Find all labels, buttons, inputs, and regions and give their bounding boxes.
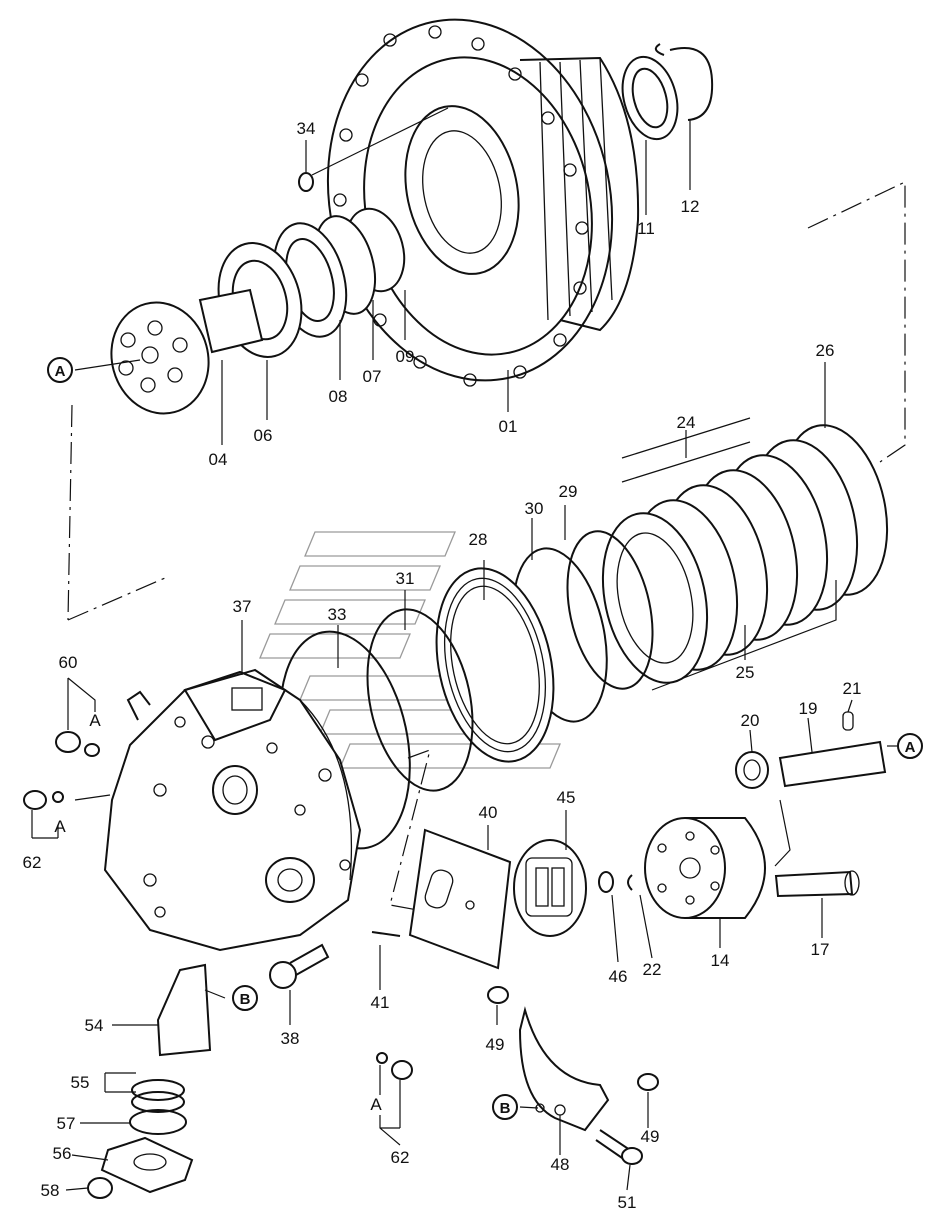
part-34-o-ring xyxy=(298,172,314,192)
part-04-carrier xyxy=(110,288,264,415)
svg-text:B: B xyxy=(500,1100,511,1117)
part-60-plug xyxy=(55,731,81,753)
label-06: 06 xyxy=(254,426,273,445)
part-40-valve-plate xyxy=(408,828,512,970)
part-45-swash xyxy=(513,839,587,937)
leader-lines xyxy=(31,107,897,1191)
label-11: 11 xyxy=(637,219,655,238)
part-62-plug xyxy=(23,790,47,810)
label-45: 45 xyxy=(557,788,576,807)
label-25: 25 xyxy=(736,663,755,682)
label-08: 08 xyxy=(329,387,348,406)
label-54: 54 xyxy=(85,1016,104,1035)
label-14: 14 xyxy=(711,951,730,970)
part-41-pin xyxy=(371,931,401,937)
label-40: 40 xyxy=(479,803,498,822)
label-46: 46 xyxy=(609,967,628,986)
svg-text:A: A xyxy=(905,739,916,756)
label-04: 04 xyxy=(209,450,228,469)
label-30: 30 xyxy=(525,499,544,518)
part-49-bolt xyxy=(637,1073,659,1091)
hub-bolt-holes xyxy=(333,25,589,387)
label-24: 24 xyxy=(677,413,696,432)
part-51-bolt xyxy=(621,1147,643,1165)
label-19: 19 xyxy=(799,699,818,718)
part-17-spool xyxy=(774,870,860,898)
label-57: 57 xyxy=(57,1114,76,1133)
part-60-o-ring xyxy=(84,743,100,757)
label-26: 26 xyxy=(816,341,835,360)
part-labels: 01 04 06 07 08 09 11 12 14 17 19 20 21 2… xyxy=(23,119,862,1212)
label-29: 29 xyxy=(559,482,578,501)
part-38-bolt xyxy=(269,943,330,989)
label-60: 60 xyxy=(59,653,78,672)
ref-circle-b-top: B xyxy=(232,985,258,1011)
label-33: 33 xyxy=(328,605,347,624)
svg-text:A: A xyxy=(55,363,66,380)
label-62-bottom: 62 xyxy=(391,1148,410,1167)
label-34: 34 xyxy=(297,119,316,138)
label-12: 12 xyxy=(681,197,700,216)
label-56: 56 xyxy=(53,1144,72,1163)
label-38: 38 xyxy=(281,1029,300,1048)
clutch-plates xyxy=(601,424,889,684)
label-48: 48 xyxy=(551,1155,570,1174)
part-62-plug xyxy=(391,1060,413,1080)
label-07: 07 xyxy=(363,367,382,386)
part-31-o-ring xyxy=(366,608,474,792)
label-28: 28 xyxy=(469,530,488,549)
label-37: 37 xyxy=(233,597,252,616)
label-62-left: 62 xyxy=(23,853,42,872)
label-31: 31 xyxy=(396,569,415,588)
part-28-piston xyxy=(435,567,555,763)
label-a-upper: A xyxy=(89,711,101,730)
part-54-58-fitting xyxy=(87,963,212,1199)
label-49-upper: 49 xyxy=(486,1035,505,1054)
ref-circle-b-bottom: B xyxy=(492,1094,518,1120)
part-37-motor-housing xyxy=(103,668,362,952)
part-01-hub xyxy=(326,18,640,387)
ref-circle-a-left: A xyxy=(47,357,73,383)
label-22: 22 xyxy=(643,960,662,979)
bearing-stack xyxy=(217,207,406,358)
ref-circle-a-right: A xyxy=(897,733,923,759)
part-48-bracket xyxy=(487,986,659,1165)
part-49-bolt xyxy=(487,986,509,1004)
label-17: 17 xyxy=(811,940,830,959)
label-21: 21 xyxy=(843,679,862,698)
part-29-ring xyxy=(566,530,654,690)
part-11-seal xyxy=(621,55,679,141)
label-09: 09 xyxy=(396,347,415,366)
label-49-lower: 49 xyxy=(641,1127,660,1146)
label-a-bottom: A xyxy=(370,1095,382,1114)
label-20: 20 xyxy=(741,711,760,730)
label-a-lower: A xyxy=(54,817,66,836)
label-41: 41 xyxy=(371,993,390,1012)
part-14-cylinder xyxy=(644,817,766,919)
label-01: 01 xyxy=(499,417,518,436)
part-46-ring xyxy=(598,871,614,893)
svg-text:B: B xyxy=(240,991,251,1008)
part-12-snap-ring xyxy=(654,43,714,121)
port-fitting xyxy=(212,765,258,815)
part-22-snap-ring xyxy=(627,874,633,891)
label-58: 58 xyxy=(41,1181,60,1200)
label-55: 55 xyxy=(71,1073,90,1092)
label-51: 51 xyxy=(618,1193,637,1212)
